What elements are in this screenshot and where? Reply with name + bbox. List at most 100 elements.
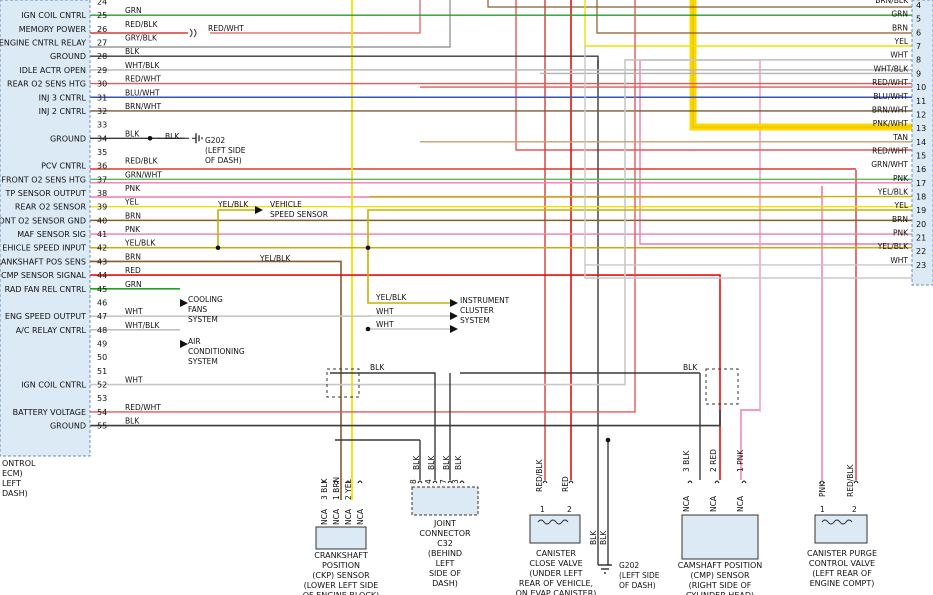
ecm-wire-color-label: BLK bbox=[125, 129, 140, 138]
ecm-pin-label: PCV CNTRL bbox=[41, 162, 86, 171]
ecm-pin-number: 27 bbox=[97, 39, 107, 48]
label-ac: SYSTEM bbox=[188, 357, 218, 366]
jc-pin-label: 4 bbox=[424, 479, 433, 484]
wire-blk-shield-ckp bbox=[330, 372, 436, 480]
cpcv-title: CONTROL VALVE bbox=[809, 559, 875, 568]
ecm-wire-color-label: BLK bbox=[125, 47, 140, 56]
right-wire-color-label: YEL bbox=[894, 201, 909, 210]
connector-break-26 bbox=[189, 28, 197, 38]
ecm-wire-color-label: GRN/WHT bbox=[125, 170, 162, 179]
ckp-pin-label: NCA bbox=[332, 508, 341, 525]
right-pin-number: 11 bbox=[916, 97, 926, 106]
ecm-wire-color-label: GRN bbox=[125, 6, 142, 15]
wire-tan-core bbox=[692, 0, 912, 128]
ecm-pin-number: 29 bbox=[97, 66, 107, 75]
ecm-pin-label: IDLE ACTR OPEN bbox=[19, 66, 86, 75]
wire-54-red-wht bbox=[90, 0, 636, 413]
arrow-ic2 bbox=[450, 312, 458, 320]
ckp-title: (LOWER LEFT SIDE bbox=[304, 581, 379, 590]
ecm-footer-line: DASH) bbox=[2, 489, 28, 498]
wire-pnk-cmp bbox=[639, 59, 912, 480]
wire-layer bbox=[90, 0, 912, 565]
label-instrument: INSTRUMENT bbox=[460, 296, 510, 305]
right-connector-body bbox=[911, 0, 933, 286]
jc-pin-label: 3 bbox=[451, 479, 460, 484]
ecm-wire-color-label: PNK bbox=[125, 225, 141, 234]
g202-bottom-wire: BLK bbox=[599, 530, 608, 545]
ccv-title: REAR OF VEHICLE, bbox=[519, 579, 593, 588]
ground-symbol-g202-bottom bbox=[598, 564, 612, 574]
ecm-pin-label: INJ 3 CNTRL bbox=[39, 93, 87, 102]
ecm-pin-number: 41 bbox=[97, 230, 107, 239]
label-ac: AIR bbox=[188, 337, 201, 346]
cmp-pin-label: NCA bbox=[709, 495, 718, 512]
ecm-pin-number: 46 bbox=[97, 298, 107, 307]
label-ic-wire2: WHT bbox=[376, 307, 394, 316]
ecm-pin-number: 49 bbox=[97, 340, 107, 349]
jc-title: (BEHIND bbox=[428, 549, 462, 558]
label-g202-top: G202 bbox=[205, 136, 225, 145]
ckp-sensor-body bbox=[315, 526, 367, 550]
cmp-pin-label: NCA bbox=[736, 495, 745, 512]
cmp-wire-label: 2 RED bbox=[709, 449, 718, 472]
splice-ic bbox=[365, 245, 371, 251]
label-g202-top: OF DASH) bbox=[205, 156, 242, 165]
arrow-ac bbox=[180, 340, 188, 348]
cmp-title: CAMSHAFT POSITION bbox=[678, 561, 763, 570]
ccv-title: CLOSE VALVE bbox=[529, 559, 582, 568]
cpcv-title: (LEFT REAR OF bbox=[812, 569, 872, 578]
label-blk-top1: BLK bbox=[370, 363, 385, 372]
ecm-pin-label: ENG SPEED OUTPUT bbox=[5, 312, 86, 321]
ecm-pin-number: 53 bbox=[97, 394, 107, 403]
ckp-title: POSITION bbox=[322, 561, 360, 570]
g202-bottom-title: (LEFT SIDE bbox=[619, 571, 660, 580]
ckp-title: CRANKSHAFT bbox=[314, 551, 368, 560]
ccv-body bbox=[529, 514, 581, 544]
ecm-pin-number: 40 bbox=[97, 216, 107, 225]
ecm-pin-number: 44 bbox=[97, 271, 107, 280]
ecm-wire-color-label: WHT/BLK bbox=[125, 321, 160, 330]
terminal-chevron bbox=[345, 480, 351, 484]
ccv-pin-label: 2 bbox=[567, 505, 572, 514]
right-pin-number: 23 bbox=[916, 261, 926, 270]
ccv-title: ON EVAP CANISTER) bbox=[516, 589, 597, 595]
ckp-wire-label: 2 YEL bbox=[344, 479, 353, 500]
right-pin-number: 12 bbox=[916, 110, 926, 119]
ecm-wire-color-label: RED/WHT bbox=[125, 75, 161, 84]
ckp-title: OF ENGINE BLOCK) bbox=[303, 591, 380, 595]
cpcv-wire-label: RED/BLK bbox=[846, 463, 855, 497]
terminal-chevron bbox=[819, 480, 825, 484]
ecm-pin-label: REAR O2 SENS HTG bbox=[7, 80, 86, 89]
label-ic-wire3: WHT bbox=[376, 320, 394, 329]
ecm-pin-number: 32 bbox=[97, 107, 107, 116]
jc-pin-label: 7 bbox=[439, 479, 448, 484]
ecm-pin-number: 31 bbox=[97, 93, 107, 102]
label-vss: VEHICLE bbox=[270, 200, 302, 209]
jc-title: CONNECTOR bbox=[419, 529, 471, 538]
ecm-wire-color-label: PNK bbox=[125, 184, 141, 193]
jc-body bbox=[411, 486, 479, 516]
ecm-pin-number: 28 bbox=[97, 52, 107, 61]
ecm-pin-number: 48 bbox=[97, 326, 107, 335]
jc-title: LEFT bbox=[436, 559, 455, 568]
ecm-pin-label: MEMORY POWER bbox=[19, 25, 87, 34]
label-blk-top2: BLK bbox=[683, 363, 698, 372]
terminal-chevron bbox=[459, 480, 465, 484]
wire-28-blk bbox=[90, 55, 599, 70]
ecm-wire-color-label: GRN bbox=[125, 280, 142, 289]
ground-symbol-g202 bbox=[195, 133, 203, 144]
ecm-wire-color-label: WHT/BLK bbox=[125, 61, 160, 70]
right-wire-color-label: BRN bbox=[892, 23, 908, 32]
ecm-pin-label: ONT O2 SENSOR GND bbox=[0, 216, 86, 225]
ccv-title: CANISTER bbox=[536, 549, 576, 558]
ecm-pin-label: MAF SENSOR SIG bbox=[17, 230, 86, 239]
ecm-pin-number: 38 bbox=[97, 189, 107, 198]
right-pin-number: 17 bbox=[916, 179, 926, 188]
ecm-wire-color-label: YEL bbox=[124, 198, 139, 207]
right-pin-number: 7 bbox=[916, 42, 921, 51]
terminal-chevron bbox=[568, 480, 574, 484]
right-wire-color-label: WHT/BLK bbox=[874, 64, 909, 73]
wire-brn-top bbox=[487, 0, 912, 8]
